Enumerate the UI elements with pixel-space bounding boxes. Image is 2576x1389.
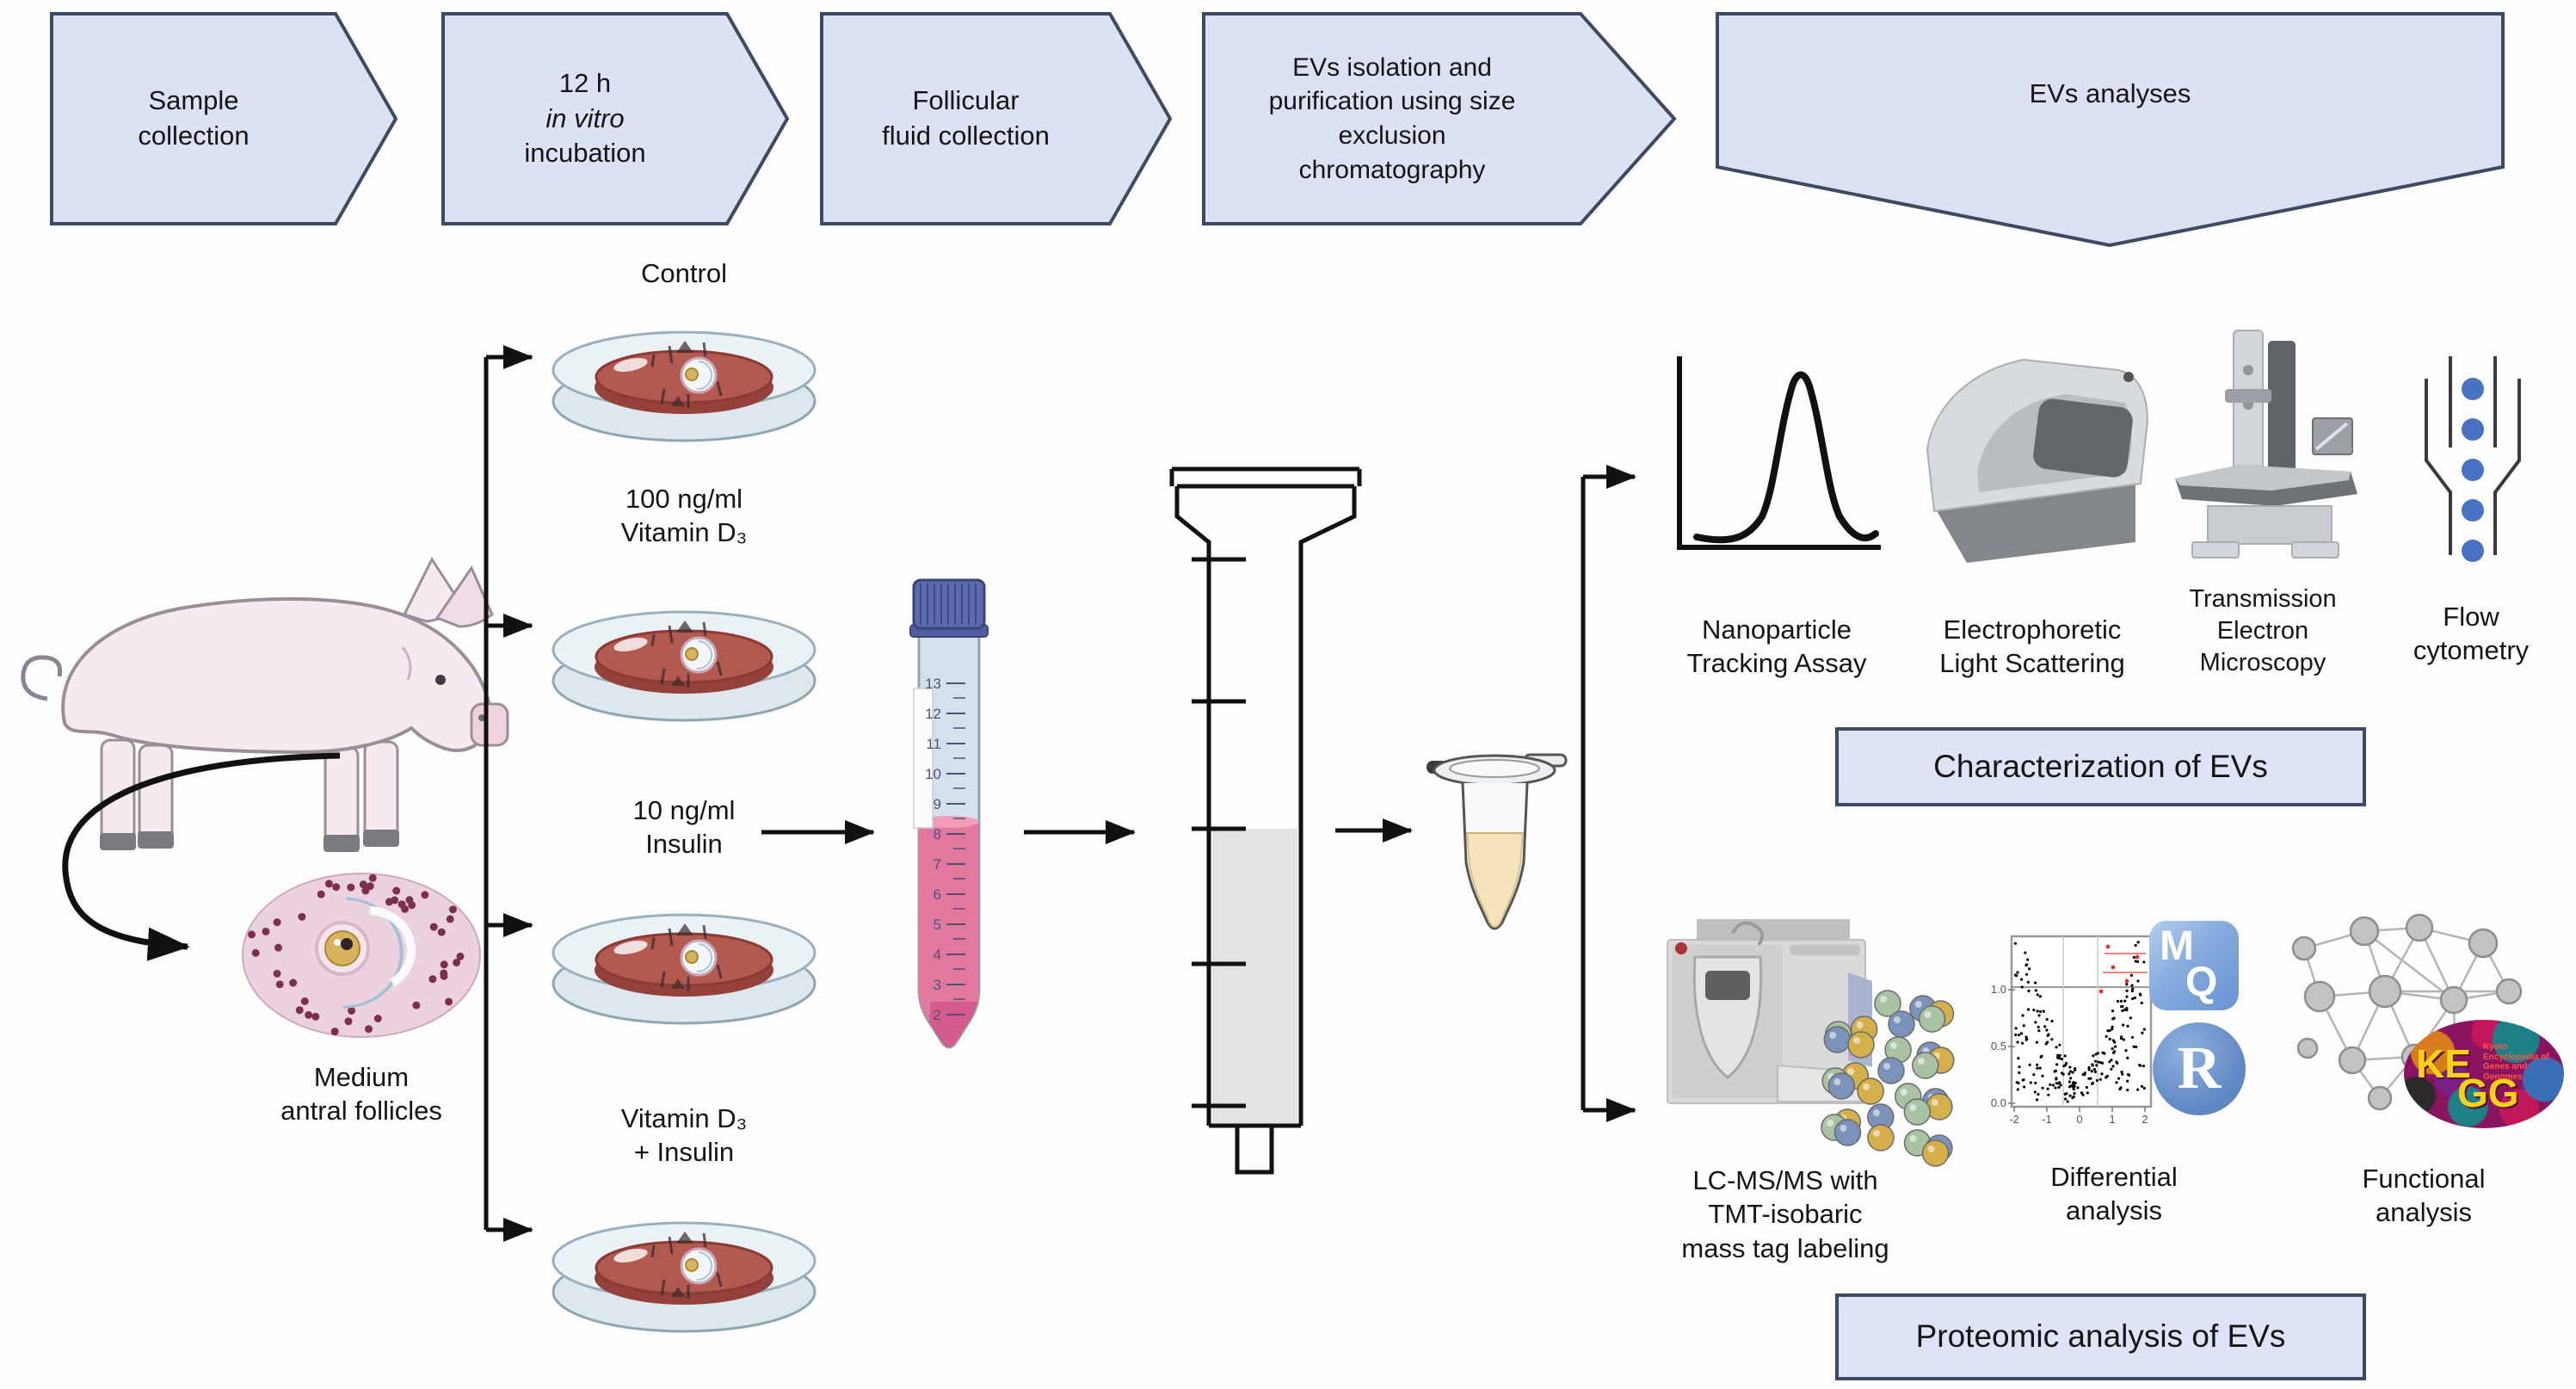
treatment-label-vitamin-d3: 100 ng/ml Vitamin D₃: [620, 484, 748, 548]
maxquant-letter-m: M: [2160, 923, 2194, 969]
banner-step-ev-isolation: EVs isolation and purification using siz…: [1204, 14, 1581, 224]
banner-step-4-label: EVs isolation and purification using siz…: [1268, 52, 1516, 184]
r-letter: R: [2177, 1035, 2222, 1102]
svg-text:9: 9: [934, 796, 941, 812]
banner-step-4-shape: [1202, 12, 1677, 225]
petri-dish-vitamin-d3-insulin: [552, 1221, 817, 1333]
svg-text:7: 7: [934, 856, 941, 873]
banner-step-2-shape: [441, 12, 790, 225]
r-logo-icon: R: [2153, 1022, 2246, 1115]
treatment-label-insulin: 10 ng/ml Insulin: [632, 795, 736, 860]
svg-text:3: 3: [934, 977, 941, 993]
volcano-plot-icon: 1.0 0.5 0.0-2 -1 0 1 2: [1991, 935, 2153, 1126]
method-label-nta: Nanoparticle Tracking Assay: [1686, 614, 1867, 679]
characterization-title: Characterization of EVs: [1933, 748, 2268, 784]
kegg-letters-top: KE: [2416, 1041, 2471, 1086]
banner-step-5-label: EVs analyses: [2029, 77, 2191, 108]
banner-step-2-line3: incubation: [524, 138, 646, 169]
eppendorf-tube-icon: [1427, 753, 1568, 930]
analyses-branch-arrows: [1581, 465, 1637, 1123]
banner-step-incubation: 12 h in vitro incubation: [443, 14, 727, 224]
svg-text:0: 0: [2076, 1113, 2082, 1126]
svg-text:6: 6: [934, 886, 941, 903]
light-scattering-instrument-icon: [1926, 358, 2148, 563]
svg-text:-1: -1: [2042, 1113, 2052, 1126]
nta-peak-curve-icon: [1677, 356, 1881, 550]
proteomics-title-box: Proteomic analysis of EVs: [1835, 1293, 2366, 1380]
svg-text:10: 10: [925, 766, 941, 782]
mass-spectrometer-icon: [1667, 919, 1955, 1167]
antral-follicle-icon: [242, 873, 481, 1038]
method-label-lcms: LC-MS/MS with TMT-isobaric mass tag labe…: [1681, 1165, 1889, 1263]
maxquant-letter-q: Q: [2185, 960, 2218, 1005]
banner-step-1-label: Sample collection: [138, 85, 250, 151]
banner-step-ev-analyses: EVs analyses: [1717, 14, 2503, 174]
banner-step-1-shape: [50, 12, 398, 225]
maxquant-logo-icon: M Q: [2149, 921, 2239, 1010]
svg-text:2: 2: [2142, 1113, 2148, 1126]
flow-cell-icon: [2425, 356, 2521, 562]
banner-step-5-shape: [1716, 12, 2505, 248]
falcon-tube-icon: 13 12 11 10 9 8 7 6 5 4 3 2: [909, 578, 989, 1049]
banner-shapes: [50, 12, 2505, 248]
sec-column-icon: [1169, 466, 1362, 1175]
svg-text:13: 13: [925, 676, 941, 692]
svg-text:8: 8: [934, 826, 941, 843]
kegg-letters-bottom: GG: [2457, 1071, 2519, 1115]
method-label-tem: Transmission Electron Microscopy: [2189, 585, 2337, 676]
banner-step-2-line1: 12 h: [558, 67, 612, 98]
svg-text:0.0: 0.0: [1991, 1096, 2006, 1109]
method-label-flow: Flow cytometry: [2413, 602, 2530, 666]
pig-to-follicle-arrow: [62, 752, 341, 961]
treatment-branch-arrows: [484, 345, 534, 1243]
kegg-subtitle: Kyoto Encyclopedia of Genes and Genomes: [2483, 1042, 2549, 1082]
banner-step-2-line2-italic: in vitro: [545, 102, 625, 133]
banner-step-sample-collection: Sample collection: [52, 14, 336, 224]
petri-dish-control: [552, 330, 817, 442]
method-label-els: Electrophoretic Light Scattering: [1939, 614, 2125, 679]
banner-step-3-label: Follicular fluid collection: [882, 85, 1050, 151]
method-label-functional: Functional analysis: [2362, 1164, 2486, 1228]
banner-step-fluid-collection: Follicular fluid collection: [822, 14, 1110, 224]
method-label-differential: Differential analysis: [2050, 1162, 2178, 1226]
proteomics-title: Proteomic analysis of EVs: [1915, 1318, 2286, 1354]
banner-step-3-shape: [820, 12, 1173, 225]
pig-icon: [21, 556, 509, 852]
svg-text:2: 2: [934, 1007, 941, 1023]
svg-text:11: 11: [926, 736, 941, 752]
treatment-label-control: Control: [641, 258, 727, 288]
follicle-label: Medium antral follicles: [280, 1062, 442, 1127]
petri-dish-insulin: [552, 913, 817, 1025]
svg-text:-2: -2: [2009, 1113, 2019, 1126]
characterization-title-box: Characterization of EVs: [1835, 727, 2366, 806]
svg-text:0.5: 0.5: [1991, 1040, 2006, 1053]
electron-microscope-icon: [2175, 330, 2357, 559]
svg-text:4: 4: [934, 947, 941, 963]
svg-text:12: 12: [925, 706, 941, 722]
kegg-logo-icon: KE GG Kyoto Encyclopedia of Genes and Ge…: [2404, 1020, 2564, 1128]
svg-text:5: 5: [934, 917, 941, 933]
petri-dish-vitamin-d3: [552, 610, 817, 722]
treatment-label-vitamin-d3-insulin: Vitamin D₃ + Insulin: [620, 1103, 748, 1168]
svg-text:1.0: 1.0: [1991, 983, 2006, 996]
svg-text:1: 1: [2109, 1113, 2115, 1126]
